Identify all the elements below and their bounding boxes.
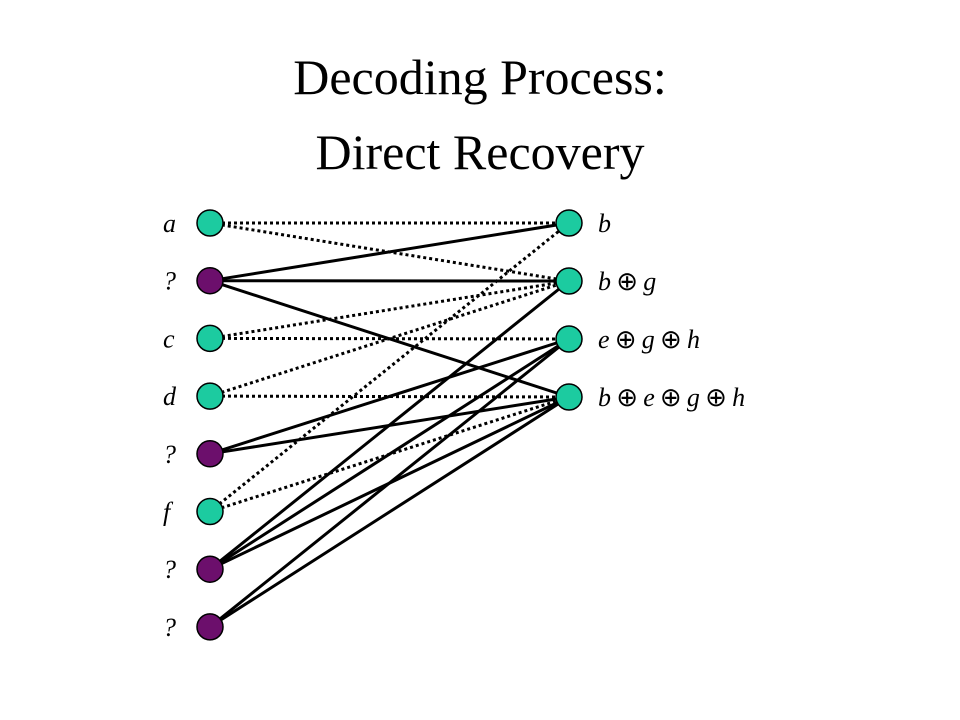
left-node-label-2: c (163, 324, 175, 353)
edge-solid-16 (209, 337, 570, 629)
left-node-label-4: ? (163, 440, 176, 469)
left-node-7-unknown (196, 613, 224, 641)
left-node-label-0: a (163, 209, 176, 238)
left-node-label-1: ? (163, 267, 176, 296)
right-node-3-known (555, 383, 583, 411)
left-node-5-known (196, 497, 224, 526)
left-node-0-known (196, 209, 224, 237)
right-node-1-known (555, 267, 583, 295)
left-node-label-6: ? (163, 555, 176, 584)
nodes-layer (196, 209, 583, 641)
left-node-6-unknown (196, 555, 224, 583)
labels-layer: a? cd? f?? b b ⊕ g e ⊕ g ⊕ h b ⊕ e ⊕ g ⊕ h (163, 209, 745, 642)
left-node-label-5: f (163, 498, 174, 527)
edge-dotted-7 (209, 279, 570, 398)
edge-solid-9 (209, 337, 570, 456)
edge-dotted-11 (209, 221, 570, 513)
left-node-4-unknown (196, 440, 224, 468)
edge-solid-14 (209, 337, 570, 571)
left-node-1-unknown (196, 266, 224, 295)
right-node-0-known (555, 209, 583, 237)
edge-solid-2 (209, 221, 570, 283)
right-node-label-2: e ⊕ g ⊕ h (598, 325, 700, 355)
left-node-2-known (196, 324, 224, 353)
right-node-label-1: b ⊕ g (598, 267, 656, 297)
slide-title-line-2: Direct Recovery (315, 124, 645, 180)
right-node-label-3: b ⊕ e ⊕ g ⊕ h (598, 383, 745, 413)
slide-title-line-1: Decoding Process: (293, 49, 667, 105)
edges-layer (209, 221, 570, 629)
edge-solid-13 (209, 279, 570, 571)
edge-dotted-5 (209, 279, 570, 340)
right-node-label-0: b (598, 209, 611, 238)
left-node-3-known (196, 382, 224, 410)
left-node-label-3: d (163, 382, 177, 411)
left-node-label-7: ? (163, 613, 176, 642)
edge-solid-17 (209, 395, 570, 629)
right-node-2-known (555, 325, 583, 353)
